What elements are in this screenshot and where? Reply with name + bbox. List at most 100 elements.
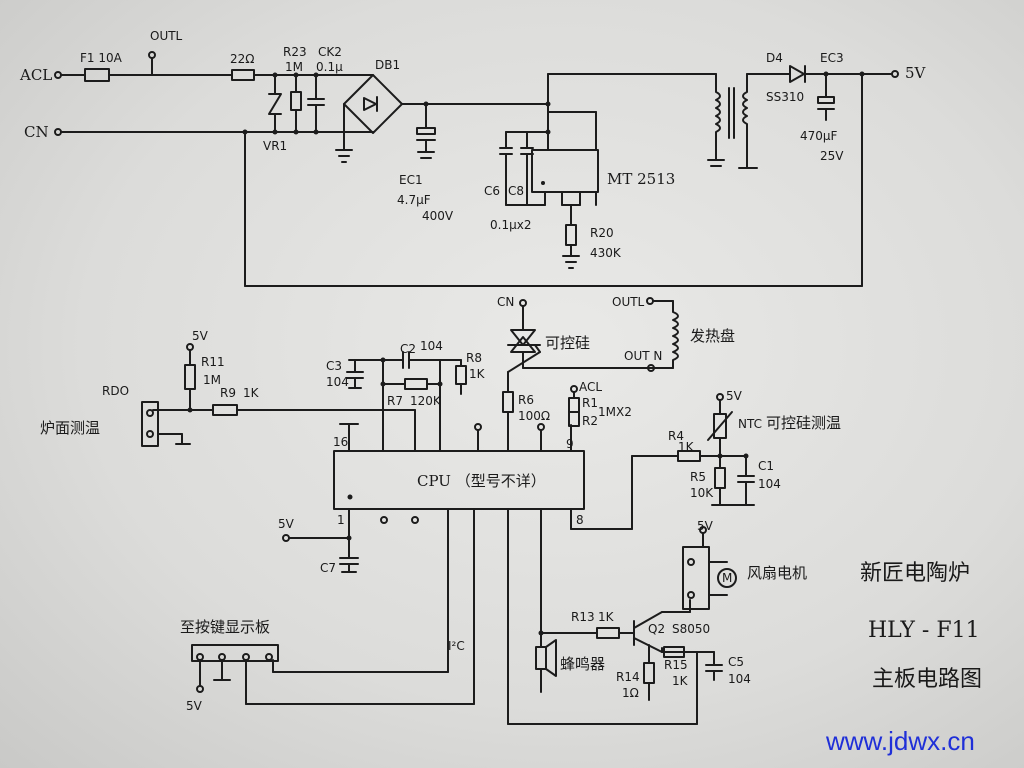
diode-d4 — [789, 65, 805, 83]
label-db1: DB1 — [375, 58, 400, 72]
transformer-primary — [715, 73, 721, 151]
cpu-chip — [333, 450, 585, 510]
resistor-r23 — [290, 91, 302, 111]
label-c6-c8-value: 0.1μx2 — [490, 218, 531, 232]
label-cpu: CPU （型号不详） — [417, 472, 546, 490]
watermark: www.jdwx.cn — [825, 726, 975, 756]
label-r6-value: 100Ω — [518, 409, 550, 423]
label-ec1-value: 4.7μF — [397, 193, 431, 207]
label-rdo: RDO — [102, 384, 129, 398]
label-5v-display: 5V — [186, 699, 203, 713]
label-c2-value: 104 — [420, 339, 443, 353]
capacitor-ec1 — [416, 127, 436, 135]
label-d4: D4 — [766, 51, 783, 65]
label-c6: C6 — [484, 184, 500, 198]
label-mt2513: MT 2513 — [607, 170, 675, 188]
label-pin-1: 1 — [337, 513, 345, 527]
capacitor-ec3 — [817, 96, 835, 104]
label-triac-temp: 可控硅测温 — [766, 414, 841, 432]
label-f1: F1 10A — [80, 51, 123, 65]
resistor-r11 — [184, 364, 196, 390]
label-r5-value: 10K — [690, 486, 714, 500]
triac-symbol — [510, 329, 536, 346]
label-5v-ntc: 5V — [726, 389, 743, 403]
label-buzzer: 蜂鸣器 — [560, 655, 605, 673]
label-r11-value: 1M — [203, 373, 221, 387]
rdo-sensor-connector — [141, 401, 159, 447]
label-c3: C3 — [326, 359, 342, 373]
label-c2: C2 — [400, 342, 416, 356]
label-ec1-voltage: 400V — [422, 209, 454, 223]
resistor-22ohm — [231, 69, 255, 81]
label-r2: R2 — [582, 414, 598, 428]
label-triac: 可控硅 — [545, 334, 590, 352]
display-board-connector — [191, 644, 279, 662]
label-r22: 22Ω — [230, 52, 254, 66]
label-r20-value: 430K — [590, 246, 622, 260]
label-r20: R20 — [590, 226, 614, 240]
label-c5-value: 104 — [728, 672, 751, 686]
label-r1: R1 — [582, 396, 598, 410]
label-c1-value: 104 — [758, 477, 781, 491]
label-r6: R6 — [518, 393, 534, 407]
label-pin-16: 16 — [333, 435, 348, 449]
label-r1-r2-value: 1MX2 — [598, 405, 632, 419]
resistor-r5 — [714, 467, 726, 489]
label-c1: C1 — [758, 459, 774, 473]
label-ck2: CK2 — [318, 45, 342, 59]
label-5v-fan: 5V — [697, 519, 714, 533]
label-pin-8: 8 — [576, 513, 584, 527]
label-surface-temp: 炉面测温 — [40, 419, 100, 437]
resistor-r20 — [565, 224, 577, 246]
label-r5: R5 — [690, 470, 706, 484]
label-c8: C8 — [508, 184, 524, 198]
label-d4-value: SS310 — [766, 90, 804, 104]
heater-coil — [672, 300, 679, 369]
label-r9-value: 1K — [243, 386, 260, 400]
resistor-r14 — [643, 662, 655, 684]
label-vr1: VR1 — [263, 139, 287, 153]
label-r4: R4 — [668, 429, 684, 443]
label-r7-value: 120K — [410, 394, 442, 408]
label-ec1: EC1 — [399, 173, 423, 187]
label-fan-motor: 风扇电机 — [747, 564, 807, 582]
resistor-r9 — [212, 404, 238, 416]
label-c3-value: 104 — [326, 375, 349, 389]
label-q2: Q2 — [648, 622, 665, 636]
label-ntc: NTC — [738, 417, 762, 431]
label-r13-value: 1K — [598, 610, 615, 624]
resistor-r8 — [455, 365, 467, 385]
buzzer — [535, 646, 547, 670]
label-r8-value: 1K — [469, 367, 486, 381]
label-acl-cpu: ACL — [579, 380, 602, 394]
varistor-vr1 — [268, 93, 282, 115]
label-outl-top: OUTL — [150, 29, 183, 43]
fan-connector — [682, 546, 710, 610]
label-5v-r11: 5V — [192, 329, 209, 343]
cpu-section — [141, 343, 755, 725]
label-ec3-value: 470μF — [800, 129, 838, 143]
label-out-n: OUT N — [624, 349, 662, 363]
label-r14: R14 — [616, 670, 640, 684]
label-cn-triac: CN — [497, 295, 514, 309]
title-brand: 新匠电陶炉 — [860, 561, 970, 586]
label-display-board: 至按键显示板 — [180, 618, 270, 636]
transformer-secondary — [742, 73, 748, 169]
label-i2c: I²C — [448, 639, 465, 653]
label-acl: ACL — [19, 66, 52, 84]
label-r11: R11 — [201, 355, 225, 369]
label-r23: R23 — [283, 45, 307, 59]
resistor-r6 — [502, 391, 514, 413]
label-5v-cpu: 5V — [278, 517, 295, 531]
label-r15-value: 1K — [672, 674, 689, 688]
label-r9: R9 — [220, 386, 236, 400]
resistor-r7 — [404, 378, 428, 390]
label-q2-value: S8050 — [672, 622, 710, 636]
label-motor-m: M — [722, 571, 732, 585]
label-cn: CN — [24, 123, 49, 141]
label-heater: 发热盘 — [690, 327, 735, 345]
fan-motor-symbol — [717, 568, 737, 588]
label-r15: R15 — [664, 658, 688, 672]
